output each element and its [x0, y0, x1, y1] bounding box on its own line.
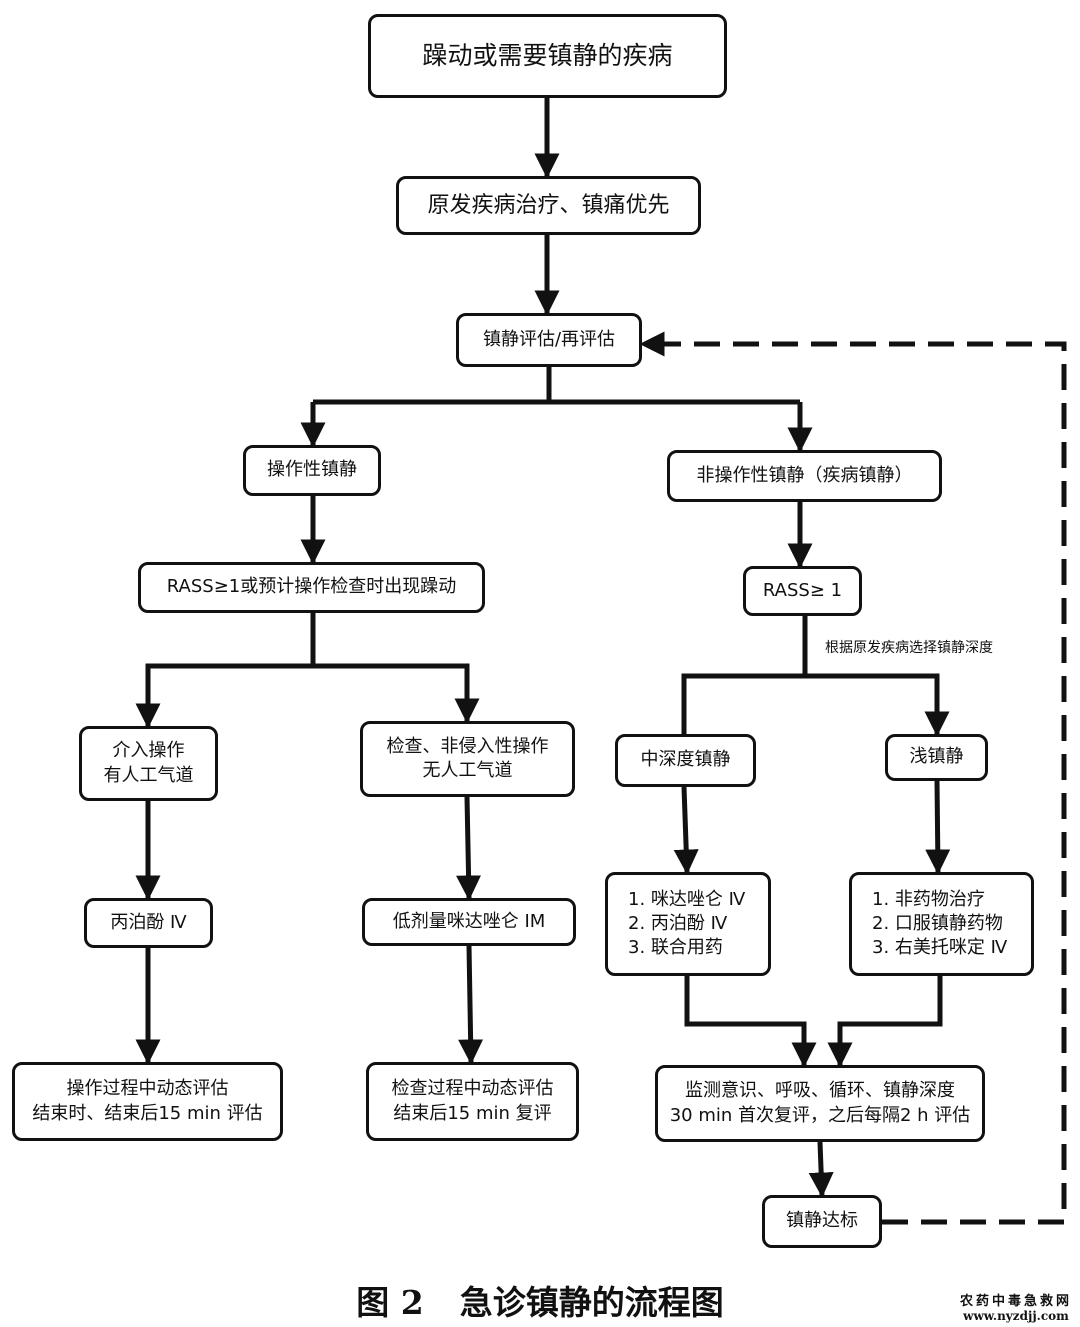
node-moderate-deep-label: 中深度镇静 — [640, 749, 731, 771]
node-deep-drugs-item3: 3. 联合用药 — [628, 937, 723, 959]
node-sedation-target-label: 镇静达标 — [786, 1210, 858, 1232]
node-light-label: 浅镇静 — [909, 746, 964, 768]
node-deep-drugs-item2: 2. 丙泊酚 Ⅳ — [628, 912, 728, 934]
figure-title: 急诊镇静的流程图 — [459, 1283, 724, 1322]
edge-n6-split-right — [313, 663, 480, 724]
node-rass-nonprocedural-label: RASS≥ 1 — [762, 579, 843, 601]
watermark-url: www.nyzdjj.com — [963, 1309, 1069, 1323]
figure-number: 图 2 — [356, 1283, 424, 1322]
node-midazolam-im-label: 低剂量咪达唑仑 IM — [392, 910, 546, 932]
edge-n6-split — [135, 613, 316, 729]
edge-n13-n17 — [458, 945, 484, 1065]
node-propofol: 丙泊酚 Ⅳ — [84, 898, 213, 948]
node-midazolam-im: 低剂量咪达唑仑 IM — [362, 898, 576, 946]
node-light-measures-item1: 1. 非药物治疗 — [872, 888, 985, 910]
node-deep-drugs-item1: 1. 咪达唑仑 Ⅳ — [628, 888, 746, 910]
node-exam-monitoring-line1: 检查过程中动态评估 — [391, 1078, 554, 1100]
node-procedure-monitoring-line2: 结束时、结束后15 min 评估 — [32, 1102, 263, 1124]
node-primary-treatment-label: 原发疾病治疗、镇痛优先 — [427, 192, 670, 218]
node-disease: 躁动或需要镇静的疾病 — [368, 14, 727, 98]
edge-n3-split — [313, 367, 552, 405]
node-rass-procedural-label: RASS≥1或预计操作检查时出现躁动 — [166, 576, 457, 598]
node-procedure-monitoring: 操作过程中动态评估结束时、结束后15 min 评估 — [12, 1062, 283, 1141]
node-exam-monitoring: 检查过程中动态评估结束后15 min 复评 — [366, 1062, 579, 1141]
node-rass-nonprocedural: RASS≥ 1 — [743, 566, 862, 616]
node-nonprocedural-sedation-label: 非操作性镇静（疾病镇静） — [696, 464, 913, 486]
watermark-name: 农药中毒急救网 — [959, 1294, 1072, 1309]
node-primary-treatment: 原发疾病治疗、镇痛优先 — [396, 176, 701, 235]
node-disease-label: 躁动或需要镇静的疾病 — [422, 41, 673, 71]
node-light-measures-item2: 2. 口服镇静药物 — [872, 912, 1003, 934]
node-procedural-sedation: 操作性镇静 — [243, 445, 381, 496]
node-procedure-monitoring-line1: 操作过程中动态评估 — [66, 1078, 229, 1100]
node-sedation-assessment-label: 镇静评估/再评估 — [482, 328, 616, 350]
edge-n11-n15 — [925, 780, 951, 875]
node-sedation-target: 镇静达标 — [762, 1195, 882, 1248]
node-vital-monitoring-line1: 监测意识、呼吸、循环、镇静深度 — [685, 1080, 955, 1102]
edge-feedback-dashed — [639, 331, 1067, 1225]
node-noninvasive-line1: 检查、非侵入性操作 — [386, 735, 549, 757]
node-rass-procedural: RASS≥1或预计操作检查时出现躁动 — [138, 562, 485, 613]
edge-n7-split — [681, 673, 950, 737]
figure-caption: 图 2 急诊镇静的流程图 — [0, 1276, 1080, 1324]
node-noninvasive: 检查、非侵入性操作无人工气道 — [360, 721, 575, 797]
node-propofol-label: 丙泊酚 Ⅳ — [110, 911, 187, 933]
edge-n18-n19 — [808, 1141, 834, 1198]
node-interventional-line2: 有人工气道 — [103, 764, 194, 786]
node-light: 浅镇静 — [885, 734, 988, 781]
node-nonprocedural-sedation: 非操作性镇静（疾病镇静） — [667, 450, 942, 502]
depth-selection-note: 根据原发疾病选择镇静深度 — [825, 640, 993, 656]
site-watermark: 农药中毒急救网 www.nyzdjj.com — [960, 1290, 1072, 1323]
node-interventional: 介入操作有人工气道 — [79, 726, 218, 801]
edge-n14-n18 — [684, 976, 817, 1068]
edge-n10-n14 — [673, 786, 699, 875]
node-moderate-deep: 中深度镇静 — [615, 734, 756, 787]
node-sedation-assessment: 镇静评估/再评估 — [456, 313, 642, 367]
node-interventional-line1: 介入操作 — [112, 740, 185, 762]
edge-n15-n18 — [827, 976, 943, 1068]
node-light-measures-item3: 3. 右美托咪定 Ⅳ — [872, 937, 1008, 959]
edge-n9-n13 — [456, 796, 482, 901]
node-vital-monitoring-line2: 30 min 首次复评，之后每隔2 h 评估 — [669, 1104, 971, 1126]
node-exam-monitoring-line2: 结束后15 min 复评 — [393, 1102, 552, 1124]
node-procedural-sedation-label: 操作性镇静 — [267, 459, 357, 481]
node-noninvasive-line2: 无人工气道 — [422, 760, 513, 781]
